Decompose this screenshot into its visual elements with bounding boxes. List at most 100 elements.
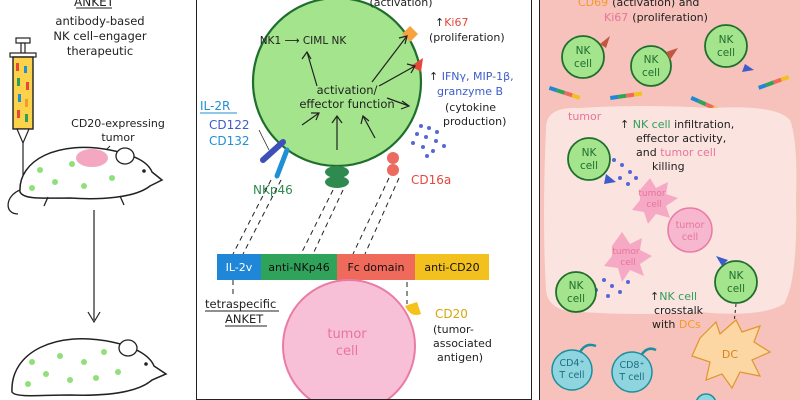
svg-text:T cell: T cell [618,372,644,383]
cd132-label: CD132 [209,134,250,148]
nk-cell-top-3: NK cell [704,24,754,72]
infiltration-line-4: killing [652,160,685,173]
t-cell-partial [696,393,716,400]
tumor-cell-line-1: tumor [327,327,367,342]
nk1-ciml-label: NK1 ⟶ CIML NK [260,35,348,47]
svg-text:Ki67(proliferation): Ki67 (proliferation) [604,11,708,24]
svg-text:CD4⁺: CD4⁺ [559,358,584,369]
binding-dashes [232,177,400,296]
svg-text:↑ IFNγ, MIP-1β,: ↑ IFNγ, MIP-1β, [429,70,514,83]
construct-anti-nkp46: anti-NKp46 [268,261,329,274]
svg-text:NK: NK [569,280,585,292]
construct-il2v: IL-2v [226,261,253,274]
svg-text:T cell: T cell [558,370,584,381]
svg-text:CD8⁺: CD8⁺ [619,360,644,371]
activation-partial-label: (activation) [369,0,432,9]
tumor-cell-dying-1: tumor cell [632,178,678,224]
cd20-antigen [405,302,421,315]
svg-text:cell: cell [682,232,698,243]
svg-text:cell: cell [717,47,735,59]
nk-cell-tumor-2: NK cell [555,271,597,313]
antigen-line-3: antigen) [437,351,483,364]
nk-cell-tumor-1: NK cell [567,137,616,184]
nkp46-label: NKp46 [253,183,293,197]
svg-text:NK: NK [719,34,735,46]
tumor-desc-1: CD20-expressing [71,117,165,130]
tumor-cell-dying-2: tumor cell [604,232,652,282]
tumor-cell-large [282,279,416,399]
left-panel: ANKET antibody-based NK cell–engager the… [0,0,188,400]
svg-text:cell: cell [574,58,592,70]
right-panel: CD69 (activation) and Ki67 (proliferation)… [539,0,800,400]
cd69-activation-label: (activation) and [612,0,699,9]
cd16a-label: CD16a [411,173,451,187]
svg-text:NK: NK [576,45,592,57]
killing-dots [594,158,638,298]
tumor-cell-line-2: cell [336,344,358,359]
cd8-t-cell: CD8⁺ T cell [611,347,657,393]
granzyme-label: granzyme B [437,85,503,98]
left-illustration: ANKET antibody-based NK cell–engager the… [7,0,168,397]
svg-text:tumor: tumor [638,189,666,199]
svg-text:↑ NK cell infiltration,: ↑ NK cell infiltration, [620,118,734,131]
tetraspecific-label: tetraspecific [205,297,276,311]
cd122-label: CD122 [209,118,250,132]
svg-text:cell: cell [580,160,598,172]
dc-label: DC [722,348,738,361]
anket-underline-label: ANKET [225,312,264,326]
construct-anti-cd20: anti-CD20 [424,261,479,274]
proliferation-label: (proliferation) [429,31,505,44]
syringe-icon [9,37,37,180]
cd69-label: CD69 [578,0,608,9]
svg-text:tumor: tumor [612,247,640,257]
infiltration-line-2: effector activity, [636,132,726,145]
svg-text:and tumor cell: and tumor cell [636,146,716,159]
dendritic-cell: DC [691,319,772,390]
cytokine-line-1: (cytokine [445,101,496,114]
tumor-region-label: tumor [568,110,602,123]
anket-desc-1: antibody-based [55,14,144,28]
internal-arrows [301,35,416,150]
tumor-desc-2: tumor [101,131,135,144]
cytokine-dots [411,124,446,158]
nkp46-receptor [325,166,349,188]
svg-text:cell: cell [620,258,636,268]
svg-text:↑NK cell: ↑NK cell [650,290,697,303]
cd16a-receptor [387,152,399,176]
nk-cell-top-1: NK cell [561,35,610,79]
tumor-microenvironment-illustration: CD69 (activation) and Ki67 (proliferation)… [544,0,797,400]
anket-desc-3: therapeutic [67,44,133,58]
il2r-label: IL-2R [200,99,230,113]
svg-text:tumor: tumor [676,220,705,231]
anket-title: ANKET [74,0,115,9]
anket-desc-2: NK cell–engager [53,29,146,43]
svg-text:↑Ki67: ↑Ki67 [435,16,469,29]
svg-text:with DCs: with DCs [652,318,701,331]
svg-text:cell: cell [567,293,585,305]
construct-fc-domain: Fc domain [347,261,404,274]
mouse-after-icon [11,338,168,397]
svg-text:cell: cell [646,200,662,210]
crosstalk-line-2: crosstalk [654,304,704,317]
antigen-line-2: associated [433,337,492,350]
mechanism-illustration: (activation) ↑Ki67 (proliferation) NK1 ⟶… [200,0,514,399]
ki67-label: Ki67 [444,16,468,29]
activation-line-1: activation/ [317,83,378,97]
mouse-before-icon [7,146,164,215]
proliferation-right-label: (proliferation) [632,11,708,24]
svg-text:cell: cell [642,67,660,79]
activation-line-2: effector function [299,97,394,111]
cd4-t-cell: CD4⁺ T cell [551,343,597,391]
nk-cell-tumor-3: NK cell [714,256,758,304]
cd20-label: CD20 [435,307,468,321]
svg-text:CD69(activation) and: CD69 (activation) and [578,0,699,9]
nk-cell-top-2: NK cell [630,45,678,87]
tumor-cell-healthy: tumor cell [667,207,713,253]
antigen-line-1: (tumor- [433,323,474,336]
anket-construct: IL-2v anti-NKp46 Fc domain anti-CD20 [217,254,489,280]
cytokine-line-2: production) [443,115,506,128]
ki67-right-label: Ki67 [604,11,628,24]
il2r-receptor [260,139,290,179]
svg-text:NK: NK [644,54,660,66]
ki67-marker [411,58,423,72]
